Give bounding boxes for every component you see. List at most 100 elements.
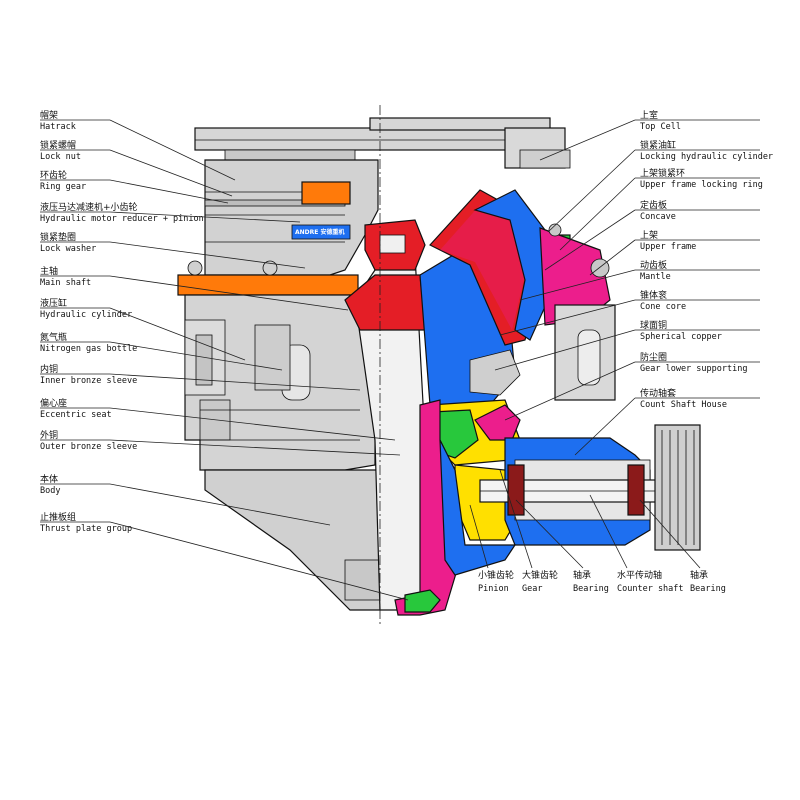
label-en: Cone core [640, 302, 686, 312]
label-en: Spherical copper [640, 332, 722, 342]
label-zh: 上架锁紧环 [640, 167, 685, 179]
leader-line [109, 483, 331, 526]
leader-line [547, 149, 636, 233]
leader-line [639, 499, 701, 569]
bottom-label: 轴承 Bearing [639, 499, 726, 594]
lock-washer [177, 274, 359, 296]
label-en: Thrust plate group [40, 524, 132, 534]
label-zh: 环齿轮 [40, 169, 67, 181]
leader-line [539, 119, 636, 161]
label-en: Locking hydraulic cylinder [640, 152, 773, 162]
label-zh: 液压马达减速机+小齿轮 [40, 201, 138, 213]
leader-line [109, 149, 233, 197]
leader-line [544, 209, 636, 271]
label-zh: 小锥齿轮 [478, 569, 514, 581]
label-zh: 防尘圈 [640, 351, 667, 363]
label-en: Lock nut [40, 152, 81, 162]
label-zh: 主轴 [40, 265, 58, 277]
leader-line [515, 499, 584, 569]
leader-line [589, 239, 636, 276]
label-en: Bearing [690, 584, 726, 594]
label-zh: 氮气瓶 [40, 331, 67, 343]
label-zh: 水平传动轴 [617, 569, 662, 581]
thrust-plate-group [404, 589, 441, 613]
label-zh: 液压缸 [40, 297, 67, 309]
leader-line [109, 439, 401, 456]
label-en: Hydraulic motor reducer + pinion [40, 214, 204, 224]
label-zh: 球面铜 [640, 319, 667, 331]
leader-line [574, 397, 636, 456]
label-zh: 轴承 [690, 569, 708, 581]
leader-line [109, 179, 229, 204]
leader-line [109, 307, 246, 361]
concave [473, 189, 549, 341]
label-zh: 锥体衮 [640, 289, 667, 301]
label-zh: 帽架 [40, 109, 58, 121]
label-en: Ring gear [40, 182, 86, 192]
label-en: Lock washer [40, 244, 96, 254]
crusher-assembly: ANDRE 安德重机 [177, 105, 701, 625]
spherical-copper [469, 349, 521, 396]
leader-line [519, 269, 636, 301]
leader-line [109, 521, 409, 601]
label-en: Upper frame locking ring [640, 180, 763, 190]
label-en: Nitrogen gas bottle [40, 344, 137, 354]
bearing-outer [627, 464, 645, 516]
label-zh: 锁紧油缸 [640, 139, 676, 151]
brand-plate-text: ANDRE 安德重机 [295, 228, 344, 236]
leader-line [499, 299, 636, 336]
leader-line [469, 504, 489, 569]
leader-line [109, 241, 306, 269]
label-zh: 动齿板 [640, 259, 667, 271]
bottom-label: 轴承 Bearing [515, 499, 609, 594]
leader-line [499, 469, 533, 569]
label-zh: 止推板组 [40, 511, 76, 523]
label-zh: 大锥齿轮 [522, 569, 558, 581]
label-en: Hydraulic cylinder [40, 310, 132, 320]
leader-line [109, 211, 301, 223]
leader-line [109, 119, 236, 181]
leader-line [109, 373, 361, 391]
label-en: Counter shaft [617, 584, 684, 594]
label-en: Inner bronze sleeve [40, 376, 137, 386]
hatrack [194, 127, 551, 151]
leader-line [109, 341, 283, 371]
label-en: Eccentric seat [40, 410, 112, 420]
label-en: Bearing [573, 584, 609, 594]
leader-line [559, 177, 636, 251]
label-zh: 内铜 [40, 363, 58, 375]
label-zh: 轴承 [573, 569, 591, 581]
label-en: Top Cell [640, 122, 681, 132]
label-en: Hatrack [40, 122, 76, 132]
hydraulic-motor-reducer [301, 181, 351, 205]
label-zh: 本体 [40, 473, 58, 485]
label-en: Upper frame [640, 242, 696, 252]
label-en: Gear lower supporting [640, 364, 747, 374]
leader-line [504, 361, 636, 421]
bottom-labels: 小锥齿轮Pinion大锥齿轮Gear轴承Bearing水平传动轴Counter … [469, 469, 726, 594]
label-en: Count Shaft House [640, 400, 727, 410]
leader-line [109, 407, 396, 441]
